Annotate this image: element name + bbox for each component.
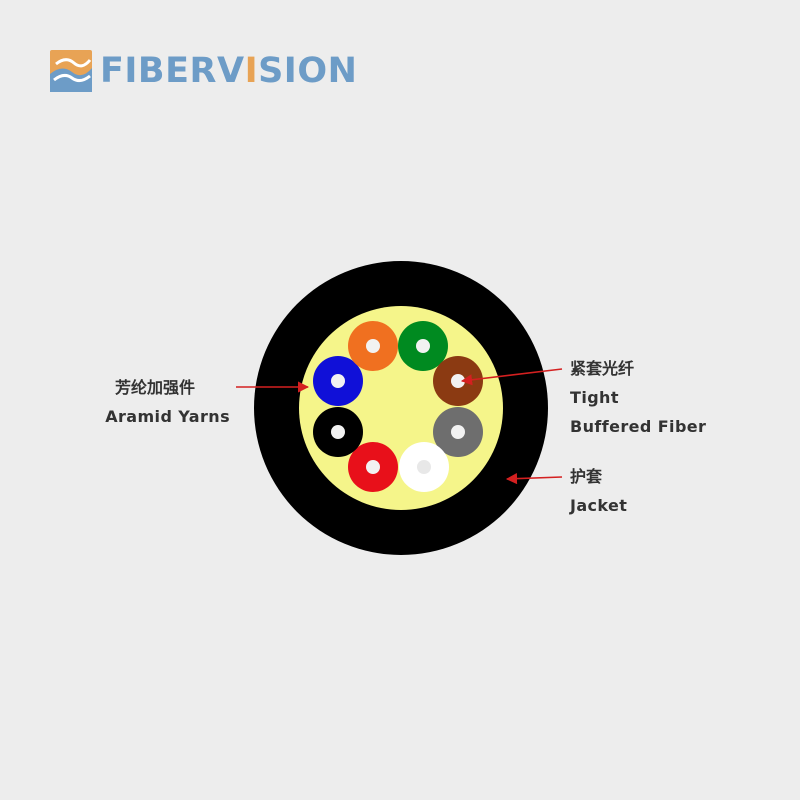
jacket-arrow: [505, 473, 563, 485]
brand-name-part1: FIBERV: [100, 51, 245, 91]
fiber-core-orange: [366, 339, 380, 353]
jacket-label-zh: 护套: [570, 467, 603, 486]
aramid-label-en: Aramid Yarns: [105, 407, 230, 426]
fiber-label-en1: Tight: [570, 388, 619, 407]
fiber-label-en2: Buffered Fiber: [570, 417, 707, 436]
fiber-core-white: [417, 460, 431, 474]
jacket-label: 护套 Jacket: [570, 467, 627, 516]
fibervision-logo-icon: [50, 50, 92, 92]
aramid-label: 芳纶加强件 Aramid Yarns: [105, 378, 230, 427]
brand-name-accent: I: [244, 51, 259, 91]
fiber-core-blue: [331, 374, 345, 388]
fiber-core-gray: [451, 425, 465, 439]
brand-name-part2: SION: [258, 51, 358, 91]
aramid-label-zh: 芳纶加强件: [114, 378, 195, 397]
fiber-label: 紧套光纤 Tight Buffered Fiber: [570, 359, 706, 437]
brand-logo: FIBERVISION: [50, 50, 357, 92]
brand-name: FIBERVISION: [100, 50, 357, 92]
fiber-core-red: [366, 460, 380, 474]
jacket-label-en: Jacket: [570, 496, 628, 515]
fiber-group: [313, 321, 483, 492]
fiber-arrow: [460, 368, 563, 386]
fiber-label-zh: 紧套光纤: [570, 359, 635, 378]
fiber-core-green: [416, 339, 430, 353]
fiber-core-black: [331, 425, 345, 439]
